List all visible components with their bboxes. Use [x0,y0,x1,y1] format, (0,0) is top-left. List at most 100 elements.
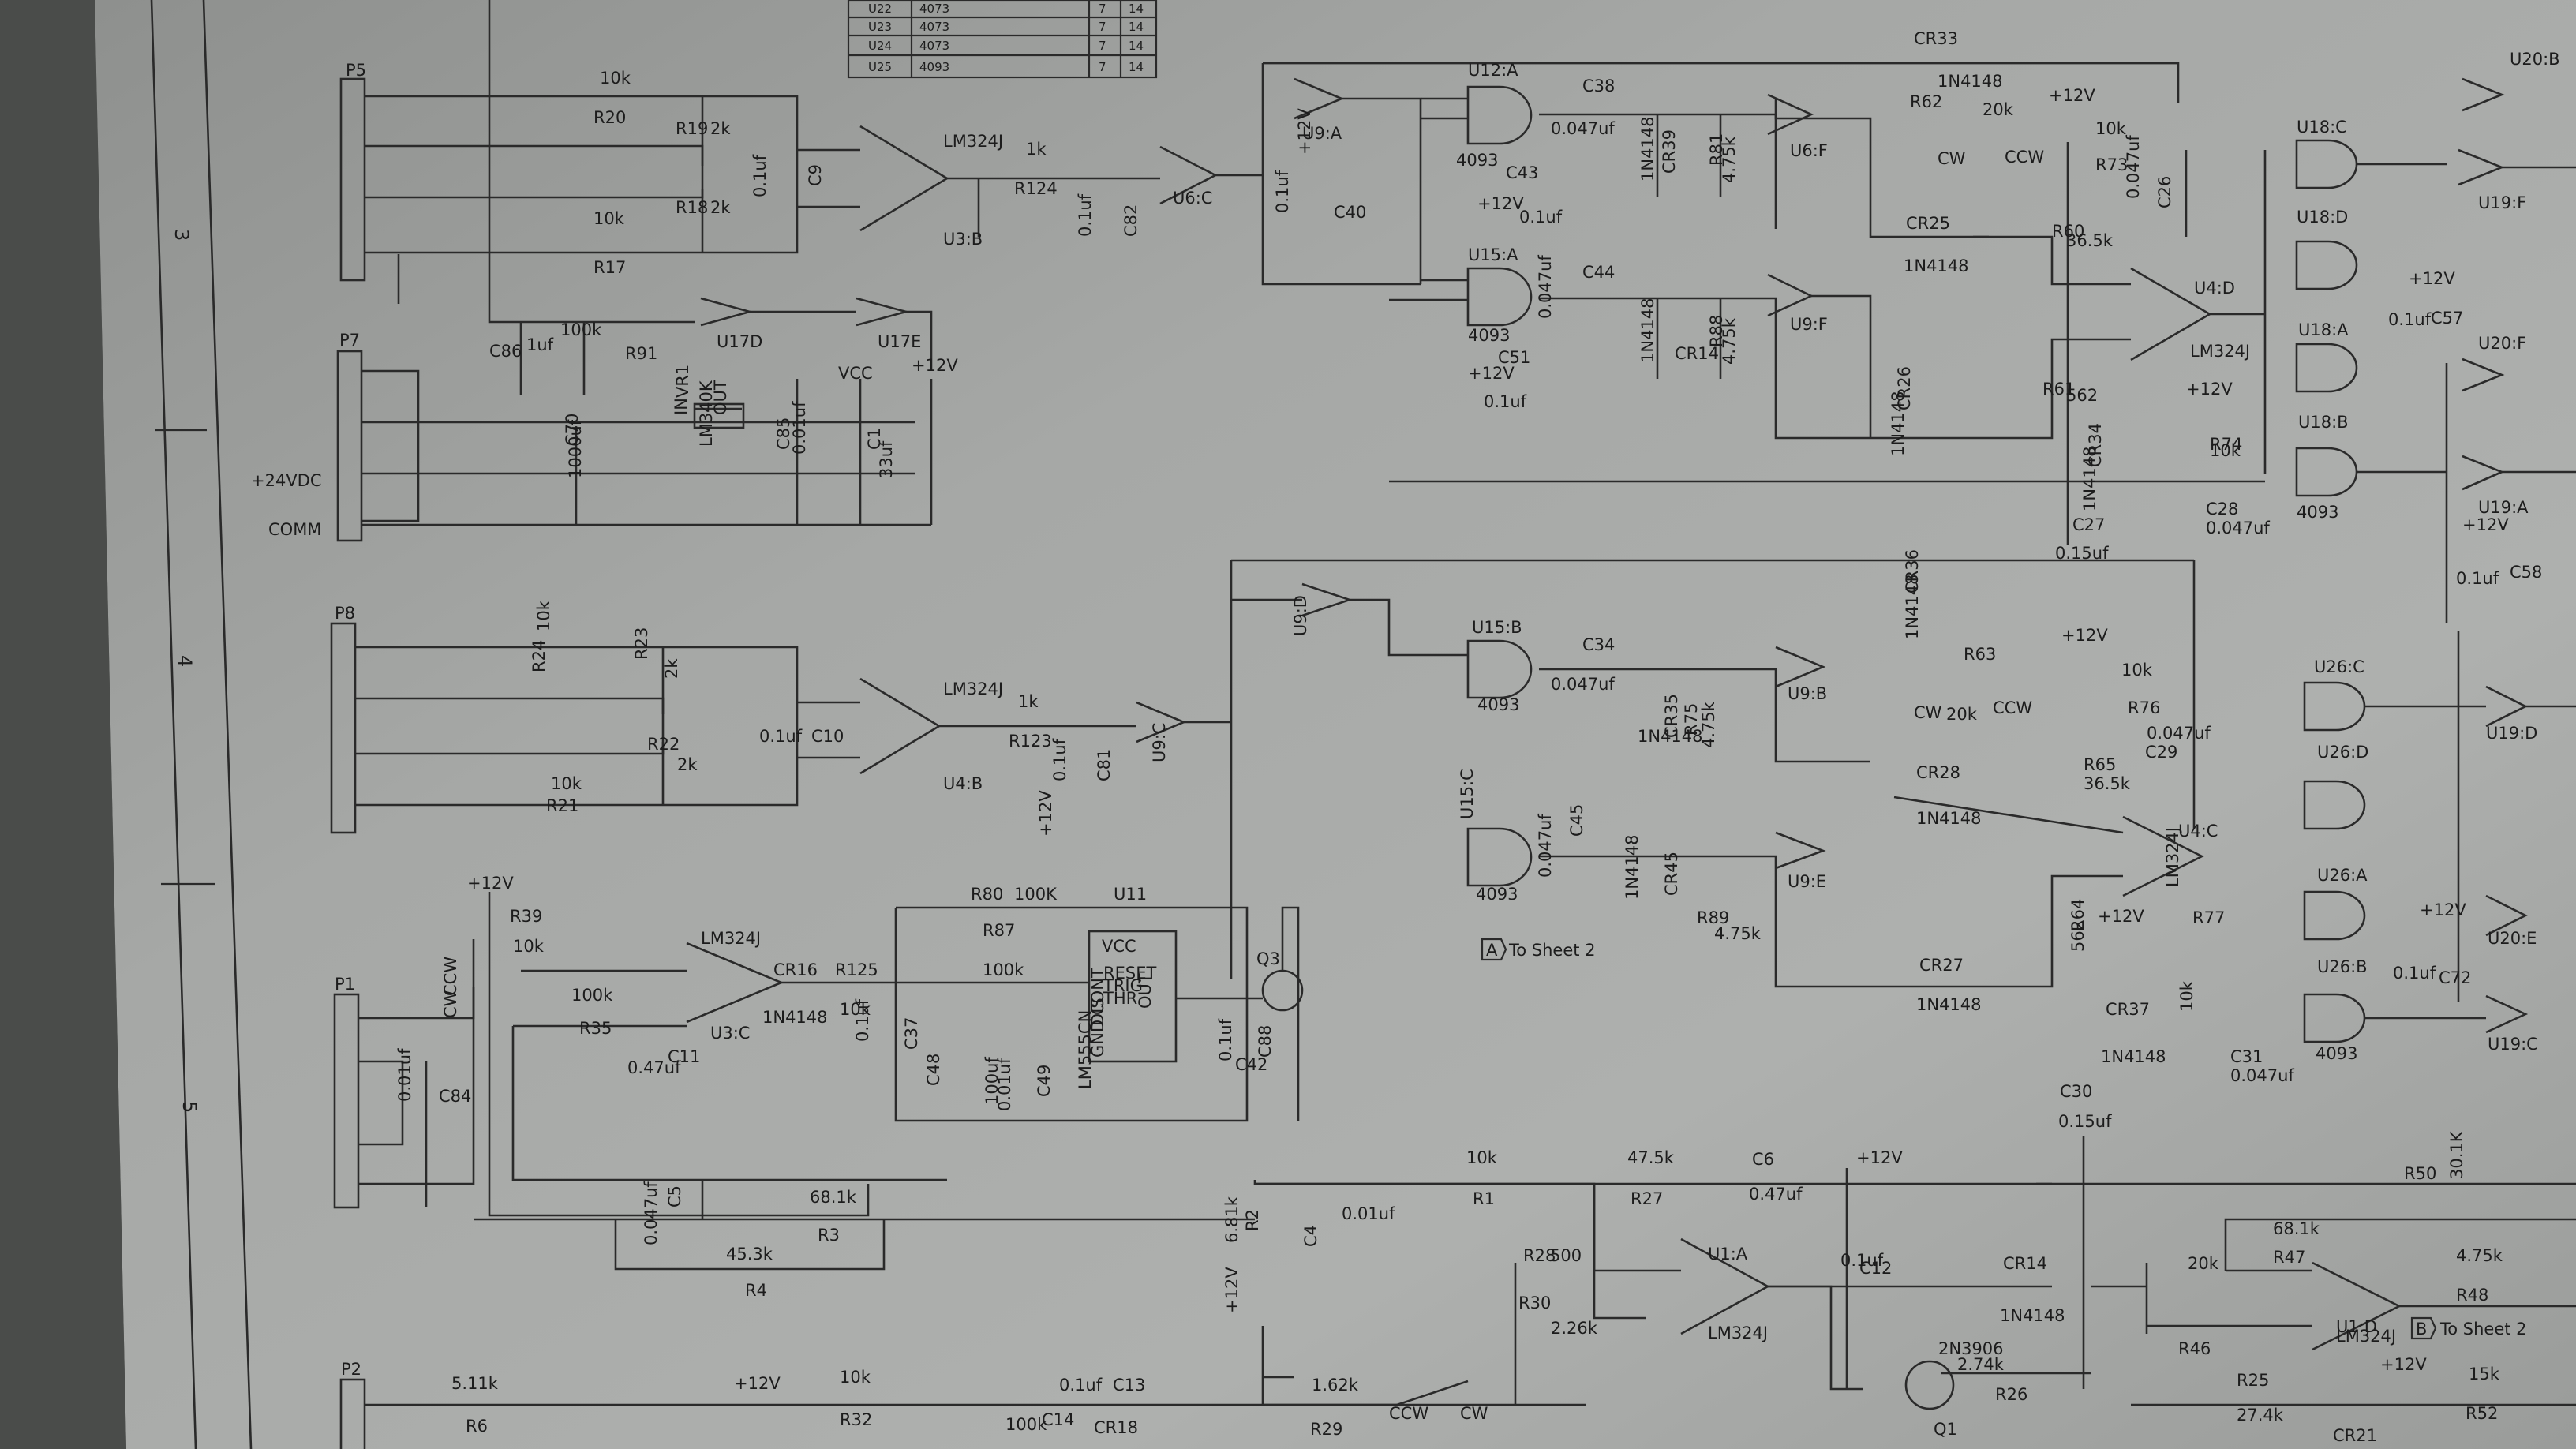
connector-p2: P2 [339,1360,366,1449]
component-label: 68.1k [810,1188,857,1207]
component-label: R80 [971,885,1003,904]
component-label: U26:B [2317,957,2368,976]
component-label: U26:A [2317,866,2368,885]
component-label: C45 [1567,804,1586,837]
component-label: 562 [2069,920,2087,952]
component-label: +12V [2409,269,2455,288]
component-label: 0.15uf [2055,544,2109,563]
component-label: U17D [717,332,762,351]
component-label: 0.1uf [853,998,872,1042]
component-label: 1k [1026,140,1046,159]
component-label: C43 [1506,163,1538,182]
component-label: 5.11k [451,1374,499,1393]
component-label: 10k [600,69,631,88]
component-label: 0.1uf [1076,193,1095,237]
component-label: DIS [1088,998,1107,1026]
component-label: U6:F [1790,141,1828,160]
component-label: 0.047uf [1536,814,1555,878]
component-label: U1:D [2336,1317,2377,1336]
connector-p5: P5 [339,61,366,282]
component-label: C57 [2431,309,2463,328]
component-label: 2k [677,755,698,774]
component-label: 1N4148 [2080,446,2099,511]
component-label: 100k [1005,1415,1047,1434]
component-label: 0.1uf [1840,1251,1884,1270]
component-label: 0.1uf [751,154,769,197]
zone-label-4: 4 [174,655,196,667]
component-label: 4093 [1468,326,1510,345]
component-label: LM324J [2163,827,2182,887]
component-label: 10k [840,1000,871,1019]
connector-label: P8 [335,604,355,623]
component-label: +12V [2186,380,2233,399]
component-label: U19:F [2478,193,2526,212]
component-label: +12V [912,356,958,375]
component-label: CR16 [773,960,818,979]
component-label: 0.01uf [790,401,809,455]
component-label: R87 [983,921,1015,940]
component-label: 562 [2066,386,2098,405]
component-label: 0.047uf [2206,519,2270,537]
table-cell: U25 [868,60,892,74]
component-label: 0.1uf [759,727,803,746]
component-label: 10k [2095,119,2127,138]
component-label: 0.1uf [1273,170,1292,213]
component-label: CW [1938,149,1966,168]
component-label: 4.75k [1714,924,1762,943]
component-label: U4:C [2178,822,2218,841]
component-label: R48 [2456,1286,2488,1305]
component-label: 1N4148 [1916,995,1982,1014]
component-label: C42 [1235,1055,1267,1074]
component-label: 10k [840,1368,871,1387]
component-label: C40 [1334,203,1366,222]
component-label: R19 [676,119,708,138]
component-label: 0.047uf [642,1181,661,1245]
component-label: U26:D [2317,743,2368,762]
component-label: 36.5k [2084,774,2131,793]
component-label: R39 [510,907,542,926]
connector-p7: P7 +24VDC COMM [251,331,363,542]
common-label: COMM [268,520,321,539]
component-label: C58 [2510,563,2542,582]
component-label: +12V [734,1374,781,1393]
component-label: C34 [1582,635,1615,654]
component-label: CR25 [1906,214,1950,233]
component-label: 15k [2469,1365,2500,1383]
component-label: R46 [2178,1339,2211,1358]
component-label: Q3 [1256,949,1280,968]
table-cell: 14 [1129,39,1144,53]
component-label: CR21 [2333,1426,2377,1445]
component-label: +12V [1036,790,1055,837]
component-label: 4093 [1477,695,1519,714]
component-label: C82 [1121,204,1140,237]
component-label: U9:F [1790,315,1828,334]
component-label: 4093 [1456,151,1498,170]
component-label: U15:C [1458,769,1477,819]
component-label: 0.01uf [995,1058,1014,1111]
component-label: 1N4148 [1938,72,2003,91]
table-cell: 7 [1099,20,1106,34]
component-label: 20k [1983,100,2014,119]
component-label: GND [1088,1020,1107,1058]
component-label: LM340K [697,380,716,447]
component-label: C10 [811,727,844,746]
component-label: +12V [1468,364,1515,383]
component-label: VR1 [673,365,692,398]
component-label: 10k [2210,441,2241,460]
component-label: R74 [2210,435,2242,454]
component-label: 100k [560,320,602,339]
component-label: 0.1uf [1050,738,1069,781]
shadow [0,0,126,1449]
component-label: R25 [2237,1371,2269,1390]
component-label: 10k [593,209,625,228]
component-label: CONT [1088,968,1107,1015]
component-label: C44 [1582,263,1615,282]
component-label: C11 [668,1047,700,1066]
component-label: 10k [2177,980,2196,1012]
component-label: +12V [2098,907,2144,926]
component-label: Q1 [1934,1420,1957,1439]
component-label: 0.047uf [1536,255,1555,319]
component-label: U26:C [2314,657,2364,676]
table-cell: U24 [868,39,892,53]
component-label: R20 [593,108,626,127]
